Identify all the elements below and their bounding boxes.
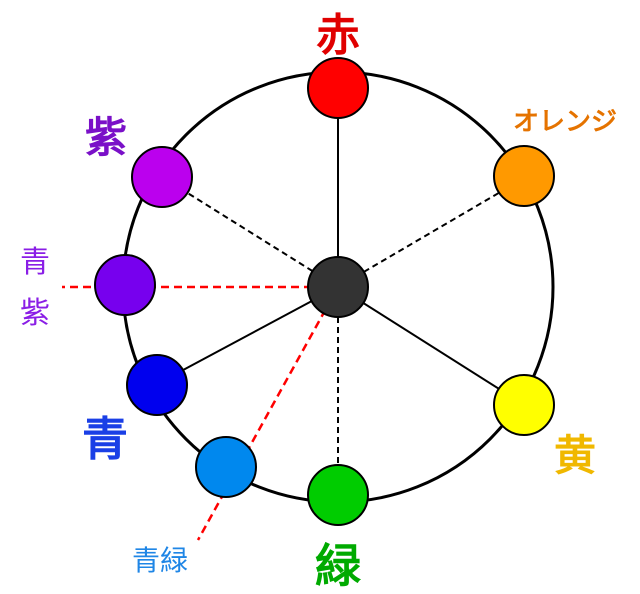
label-blue: 青 — [82, 412, 128, 466]
dot-red — [307, 57, 369, 119]
dot-center — [307, 256, 369, 318]
label-blue-violet-1: 青 — [20, 245, 50, 280]
label-green: 緑 — [315, 539, 362, 593]
label-blue-violet-2: 紫 — [20, 296, 50, 331]
dot-yellow — [493, 374, 555, 436]
dot-violet — [131, 146, 193, 208]
spoke-blue — [156, 286, 339, 385]
label-blue-green: 青緑 — [132, 544, 188, 577]
label-orange: オレンジ — [513, 107, 617, 137]
dot-blue-violet — [94, 254, 156, 316]
dot-orange — [493, 145, 555, 207]
spoke-yellow — [337, 286, 527, 407]
label-violet: 紫 — [85, 113, 127, 162]
red-dashed-diagonal — [196, 286, 340, 541]
dot-green — [307, 464, 369, 526]
dot-blue-green — [195, 436, 257, 498]
spoke-orange — [337, 176, 527, 288]
spoke-violet — [161, 176, 339, 288]
label-yellow: 黄 — [554, 431, 596, 480]
dot-blue — [126, 354, 188, 416]
label-red: 赤 — [316, 10, 360, 61]
